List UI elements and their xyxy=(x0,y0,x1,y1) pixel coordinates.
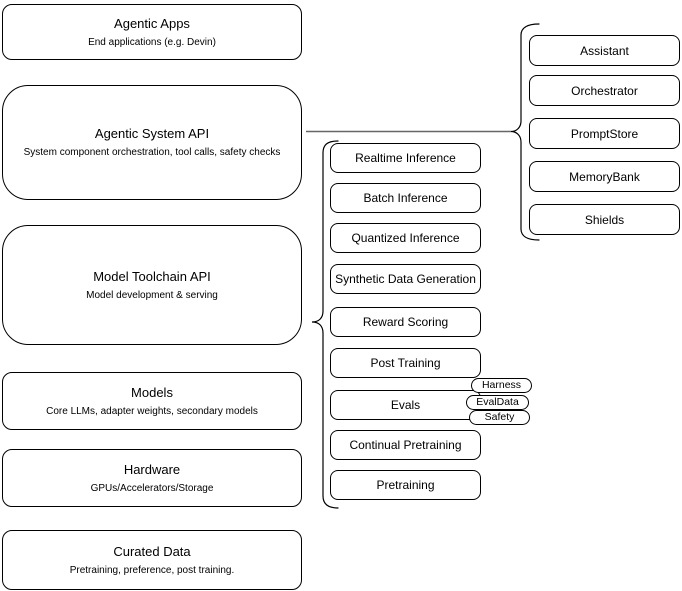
node-batch-inference: Batch Inference xyxy=(330,183,481,213)
tag-safety: Safety xyxy=(469,410,530,425)
node-orchestrator: Orchestrator xyxy=(529,75,680,106)
node-subtitle: End applications (e.g. Devin) xyxy=(88,36,216,48)
node-subtitle: System component orchestration, tool cal… xyxy=(23,147,281,158)
node-memorybank: MemoryBank xyxy=(529,161,680,192)
node-continual-pretraining: Continual Pretraining xyxy=(330,430,481,460)
tag-harness: Harness xyxy=(471,378,532,393)
node-synthetic-data-generation: Synthetic Data Generation xyxy=(330,264,481,294)
node-evals: Evals xyxy=(330,390,481,420)
node-hardware: Hardware GPUs/Accelerators/Storage xyxy=(2,449,302,507)
node-title: Agentic System API xyxy=(94,126,210,141)
node-assistant: Assistant xyxy=(529,35,680,66)
components-brace xyxy=(510,23,540,241)
node-curated-data: Curated Data Pretraining, preference, po… xyxy=(2,530,302,590)
node-title: Curated Data xyxy=(113,543,191,559)
toolchain-brace xyxy=(311,140,339,509)
tag-evaldata: EvalData xyxy=(466,395,529,410)
node-subtitle: GPUs/Accelerators/Storage xyxy=(90,482,214,494)
node-shields: Shields xyxy=(529,204,680,235)
node-subtitle: Model development & serving xyxy=(86,289,218,301)
node-title: Hardware xyxy=(123,461,181,477)
node-model-toolchain-api: Model Toolchain API Model development & … xyxy=(2,225,302,345)
node-realtime-inference: Realtime Inference xyxy=(330,143,481,173)
node-promptstore: PromptStore xyxy=(529,118,680,149)
node-subtitle: Pretraining, preference, post training. xyxy=(69,564,235,576)
node-title: Model Toolchain API xyxy=(93,268,211,284)
node-agentic-system-api: Agentic System API System component orch… xyxy=(2,85,302,200)
node-title: Agentic Apps xyxy=(114,15,190,31)
node-title: Models xyxy=(131,384,173,400)
node-post-training: Post Training xyxy=(330,348,481,378)
node-reward-scoring: Reward Scoring xyxy=(330,307,481,337)
node-pretraining: Pretraining xyxy=(330,470,481,500)
node-subtitle: Core LLMs, adapter weights, secondary mo… xyxy=(46,405,258,417)
node-quantized-inference: Quantized Inference xyxy=(330,223,481,253)
node-models: Models Core LLMs, adapter weights, secon… xyxy=(2,372,302,430)
node-agentic-apps: Agentic Apps End applications (e.g. Devi… xyxy=(2,4,302,60)
